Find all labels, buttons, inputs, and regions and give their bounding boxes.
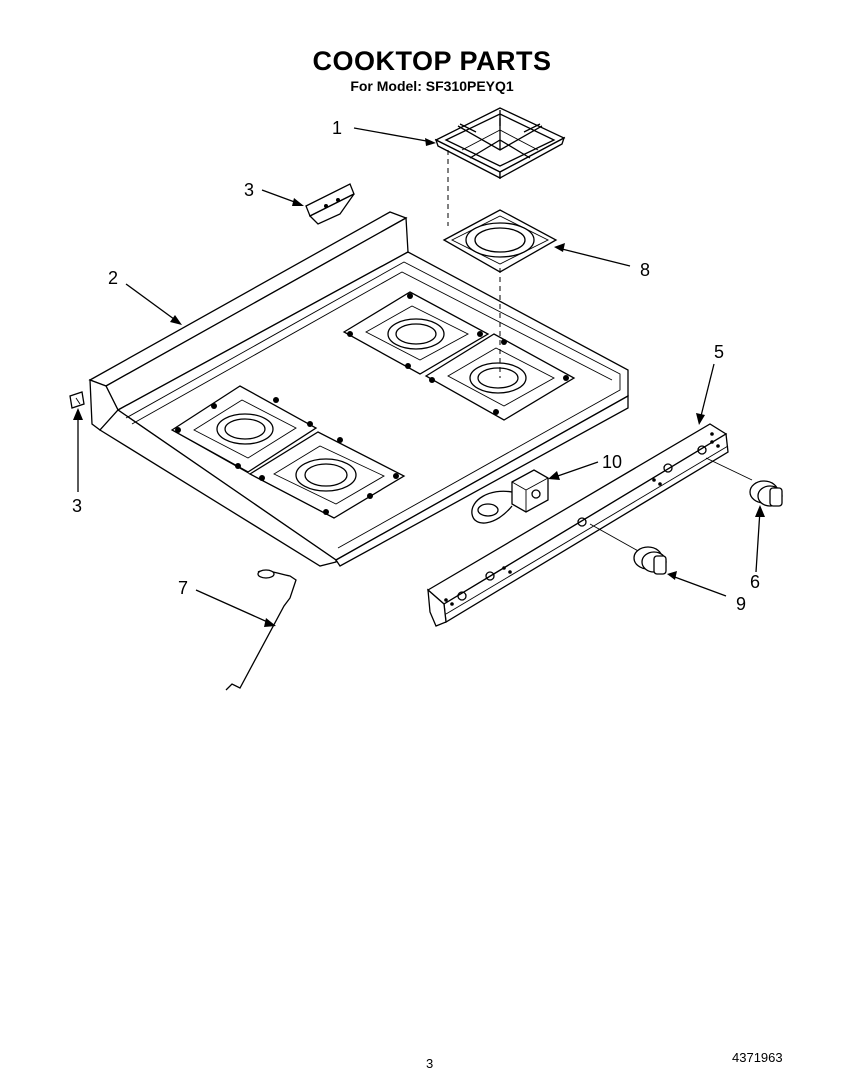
callout-3-top: 3 — [244, 180, 254, 200]
callout-7: 7 — [178, 578, 188, 598]
manifold-panel — [426, 423, 729, 627]
callout-5: 5 — [714, 342, 724, 362]
callout-9: 9 — [736, 594, 746, 614]
burner-pan-left-rear — [170, 385, 318, 473]
control-knob-6 — [705, 457, 783, 507]
control-knob-9 — [589, 523, 667, 575]
document-number: 4371963 — [732, 1050, 783, 1065]
page-number: 3 — [426, 1056, 434, 1071]
pan-screws — [175, 293, 569, 515]
callout-6: 6 — [750, 572, 760, 592]
igniter-switch — [471, 469, 549, 524]
spark-electrode-wire — [225, 569, 297, 691]
bracket-left — [69, 391, 85, 409]
callout-1: 1 — [332, 118, 342, 138]
burner-pan-left-front — [171, 429, 406, 519]
bracket-top — [305, 183, 355, 225]
page-title: COOKTOP PARTS — [312, 46, 552, 76]
burner-bowl-pan — [442, 209, 558, 273]
burner-pan-right-rear — [342, 291, 490, 375]
leader-lines — [73, 127, 765, 627]
model-subtitle: For Model: SF310PEYQ1 — [350, 78, 514, 94]
cooktop-body — [88, 211, 629, 567]
callout-10: 10 — [602, 452, 622, 472]
burner-grate — [434, 107, 566, 180]
callout-3-left: 3 — [72, 496, 82, 516]
callout-2: 2 — [108, 268, 118, 288]
burner-pan-right-front — [424, 333, 576, 421]
callout-8: 8 — [640, 260, 650, 280]
